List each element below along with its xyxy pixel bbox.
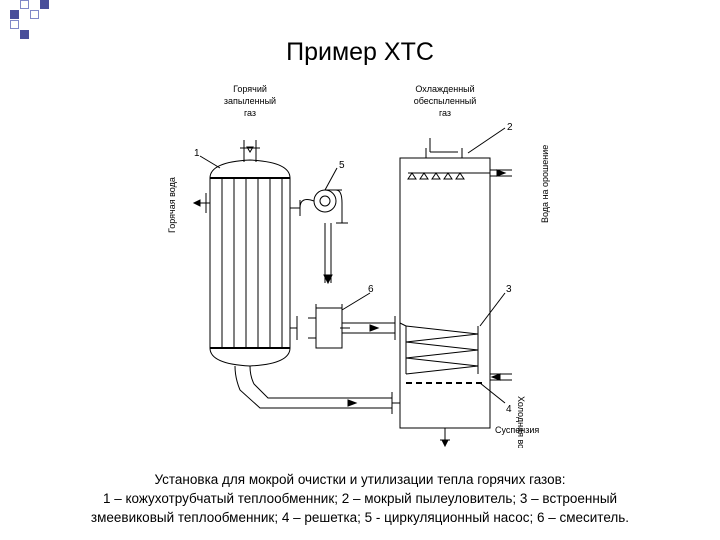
label-number-1: 1 (194, 148, 200, 159)
irrigation-water-label: Вода на орошение (540, 145, 550, 223)
hot-gas-label-1: Горячий (233, 84, 267, 94)
label-number-6: 6 (368, 284, 374, 295)
slide-title: Пример ХТС (286, 38, 434, 66)
hot-gas-label-2: запыленный (224, 96, 276, 106)
mixer (290, 304, 396, 349)
label-number-2: 2 (507, 122, 513, 133)
suspension-label: Суспензия (495, 425, 539, 435)
cooled-gas-label-2: обеспыленный (414, 96, 477, 106)
label-number-5: 5 (339, 160, 345, 171)
caption-line-2: 1 – кожухотрубчатый теплообменник; 2 – м… (102, 491, 618, 506)
hot-water-label: Горячая вода (167, 177, 177, 233)
hot-gas-label-3: газ (244, 108, 256, 118)
caption-line-3: змеевиковый теплообменник; 4 – решетка; … (90, 510, 630, 525)
label-number-3: 3 (506, 284, 512, 295)
corner-decoration (0, 0, 60, 40)
shell-tube-heat-exchanger (192, 140, 301, 367)
process-diagram: Горячий запыленный газ Охлажденный обесп… (167, 84, 550, 448)
caption-line-1: Установка для мокрой очистки и утилизаци… (154, 472, 566, 487)
cooled-gas-label-3: газ (439, 108, 451, 118)
cooled-gas-label-1: Охлажденный (415, 84, 474, 94)
caption: Установка для мокрой очистки и утилизаци… (20, 470, 700, 527)
cold-water-label: Холодная вода (516, 396, 526, 448)
circulation-pump (299, 189, 348, 285)
wet-dust-collector (234, 138, 512, 448)
label-number-4: 4 (506, 404, 512, 415)
